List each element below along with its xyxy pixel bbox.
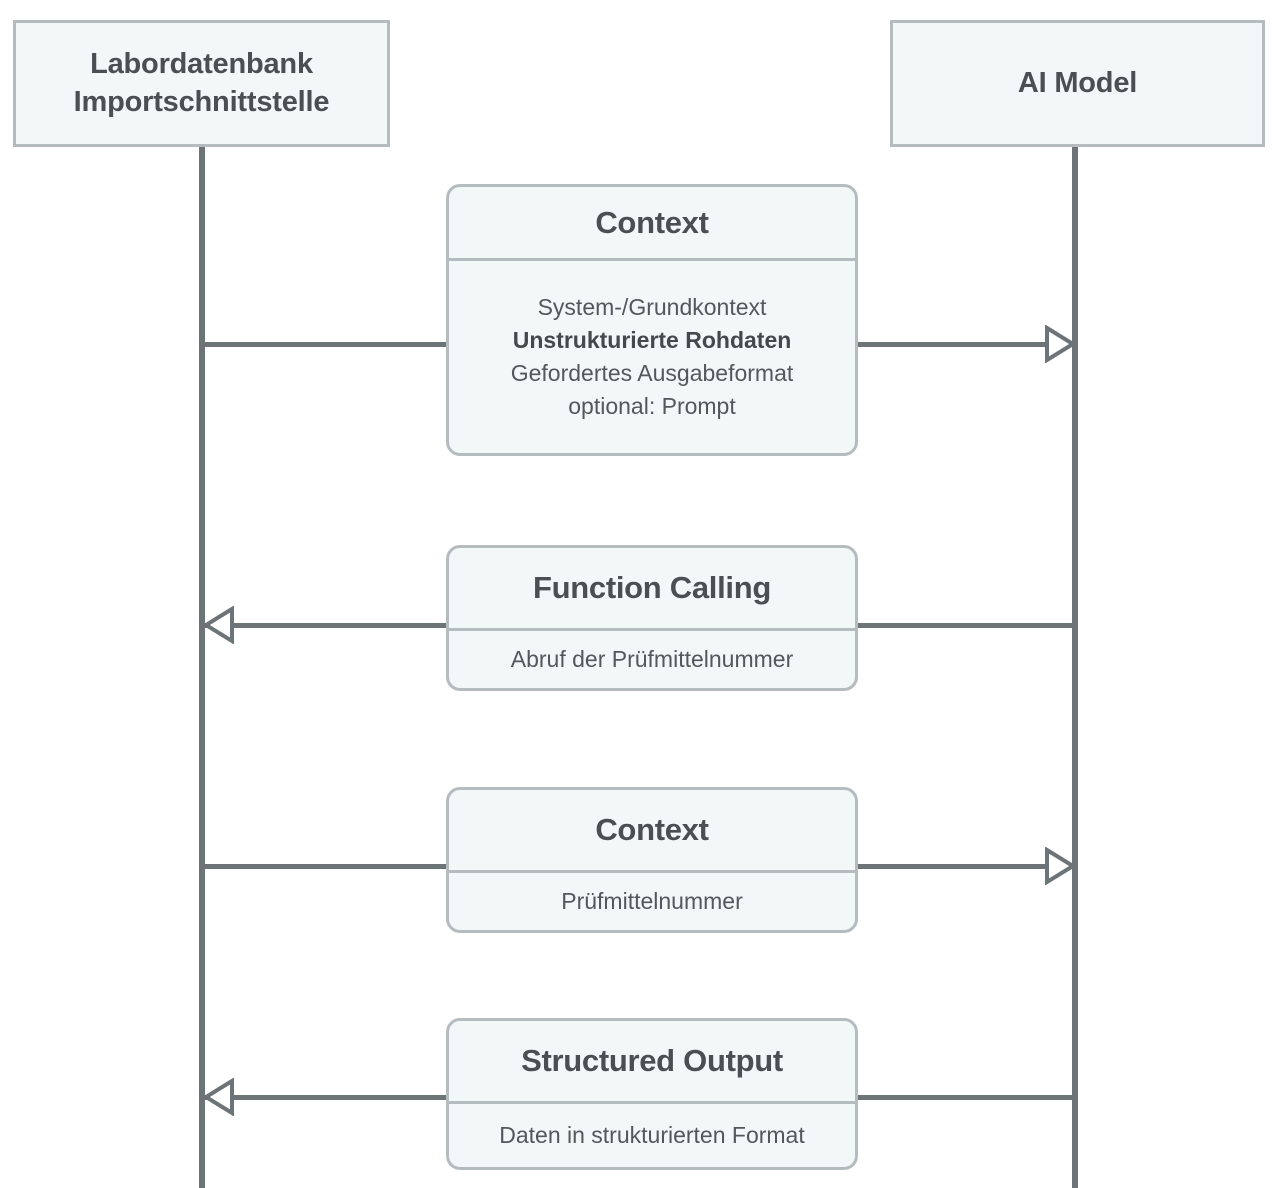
participant-label-left: Labordatenbank Importschnittstelle <box>66 46 338 121</box>
note-title-structured-output: Structured Output <box>521 1043 783 1078</box>
note-title-context-pruefmittelnummer: Context <box>595 812 709 847</box>
note-title-function-calling: Function Calling <box>532 570 771 605</box>
note-title-context-request: Context <box>595 204 709 240</box>
participant-label-right-line1: AI Model <box>1017 66 1138 99</box>
note-body-context-pruefmittelnummer: Prüfmittelnummer <box>449 873 855 930</box>
note-header-function-calling: Function Calling <box>449 548 855 631</box>
note-header-context-pruefmittelnummer: Context <box>449 790 855 873</box>
note-context-pruefmittelnummer[interactable]: Context Prüfmittelnummer <box>446 787 858 933</box>
note-line: Gefordertes Ausgabeformat <box>510 360 794 386</box>
lifeline-ai-model <box>1072 147 1078 1188</box>
note-line: Unstrukturierte Rohdaten <box>512 326 792 353</box>
note-body-structured-output: Daten in strukturierten Format <box>449 1104 855 1167</box>
participant-label-right: AI Model <box>1010 65 1145 103</box>
note-line: Daten in strukturierten Format <box>499 1121 805 1148</box>
note-header-structured-output: Structured Output <box>449 1021 855 1104</box>
participant-ai-model[interactable]: AI Model <box>890 20 1265 147</box>
lifeline-labordatenbank <box>199 147 205 1188</box>
participant-label-left-line2: Importschnittstelle <box>73 85 330 118</box>
note-body-function-calling: Abruf der Prüfmittelnummer <box>449 631 855 688</box>
note-context-request[interactable]: Context System-/Grundkontext Unstrukturi… <box>446 184 858 456</box>
note-line: optional: Prompt <box>568 393 736 420</box>
participant-label-left-line1: Labordatenbank <box>90 47 313 80</box>
note-body-context-request: System-/Grundkontext Unstrukturierte Roh… <box>449 261 855 453</box>
note-header-context-request: Context <box>449 187 855 261</box>
note-line: Abruf der Prüfmittelnummer <box>510 645 794 672</box>
note-structured-output[interactable]: Structured Output Daten in strukturierte… <box>446 1018 858 1170</box>
note-line: Prüfmittelnummer <box>561 887 743 914</box>
note-line: System-/Grundkontext <box>537 293 767 320</box>
note-function-calling[interactable]: Function Calling Abruf der Prüfmittelnum… <box>446 545 858 691</box>
participant-labordatenbank-importschnittstelle[interactable]: Labordatenbank Importschnittstelle <box>13 20 390 147</box>
